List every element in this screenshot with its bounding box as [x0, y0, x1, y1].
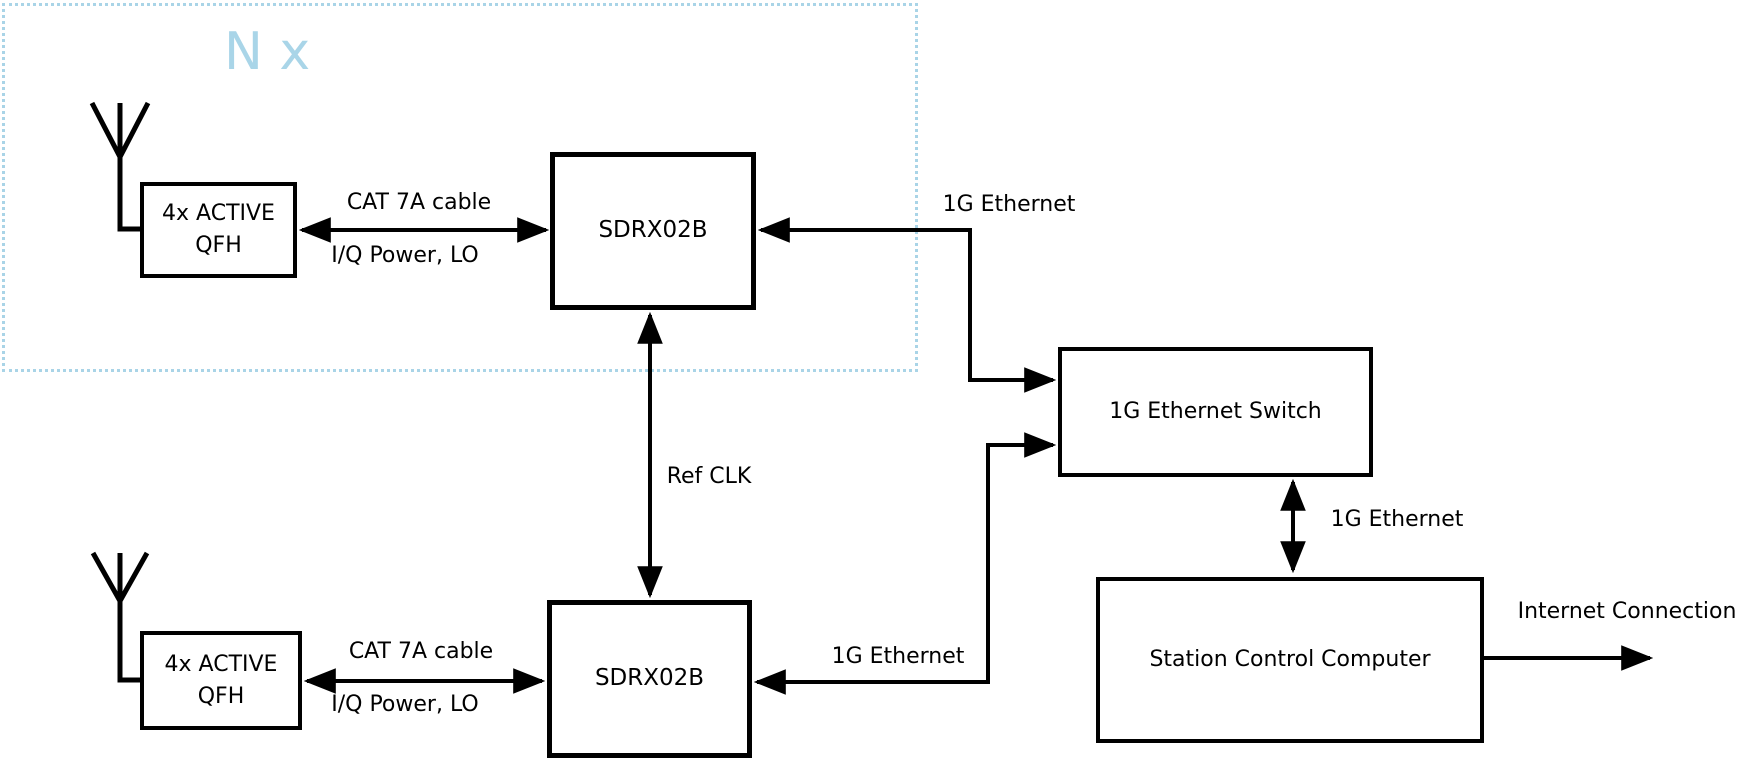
ethernet-label-bottom: 1G Ethernet	[831, 643, 965, 669]
node-label: 4x ACTIVE	[162, 201, 275, 227]
internet-connection-label: Internet Connection	[1517, 598, 1737, 624]
node-label: Station Control Computer	[1149, 647, 1431, 673]
antenna-icon-bottom	[90, 551, 150, 683]
ref-clk-label: Ref CLK	[666, 463, 752, 489]
antenna-icon-top	[89, 101, 151, 232]
node-qfh-antenna-bottom: 4x ACTIVE QFH	[140, 631, 302, 730]
node-qfh-antenna-top: 4x ACTIVE QFH	[140, 182, 297, 278]
cat7a-cable-label-bottom: CAT 7A cable	[348, 638, 494, 664]
node-label: SDRX02B	[598, 217, 708, 244]
ethernet-label-top: 1G Ethernet	[942, 191, 1076, 217]
ethernet-arrow-top	[757, 217, 1057, 393]
node-label: SDRX02B	[594, 665, 705, 692]
node-ethernet-switch: 1G Ethernet Switch	[1058, 347, 1373, 477]
node-sdrx02b-top: SDRX02B	[550, 152, 756, 310]
node-label: 4x ACTIVE	[164, 651, 278, 677]
iq-power-lo-label-top: I/Q Power, LO	[331, 242, 479, 268]
iq-power-lo-label-bottom: I/Q Power, LO	[331, 691, 479, 717]
node-label: QFH	[197, 683, 245, 709]
node-station-control-computer: Station Control Computer	[1096, 577, 1484, 743]
node-label: 1G Ethernet Switch	[1109, 399, 1322, 425]
ethernet-label-switch-computer: 1G Ethernet	[1330, 506, 1464, 532]
node-sdrx02b-bottom: SDRX02B	[547, 600, 752, 758]
ethernet-arrow-bottom	[753, 432, 1057, 695]
node-label: QFH	[195, 233, 242, 258]
group-multiplier-label: N x	[224, 22, 311, 82]
cat7a-cable-label-top: CAT 7A cable	[346, 189, 492, 215]
replicated-group-outline	[2, 3, 918, 372]
